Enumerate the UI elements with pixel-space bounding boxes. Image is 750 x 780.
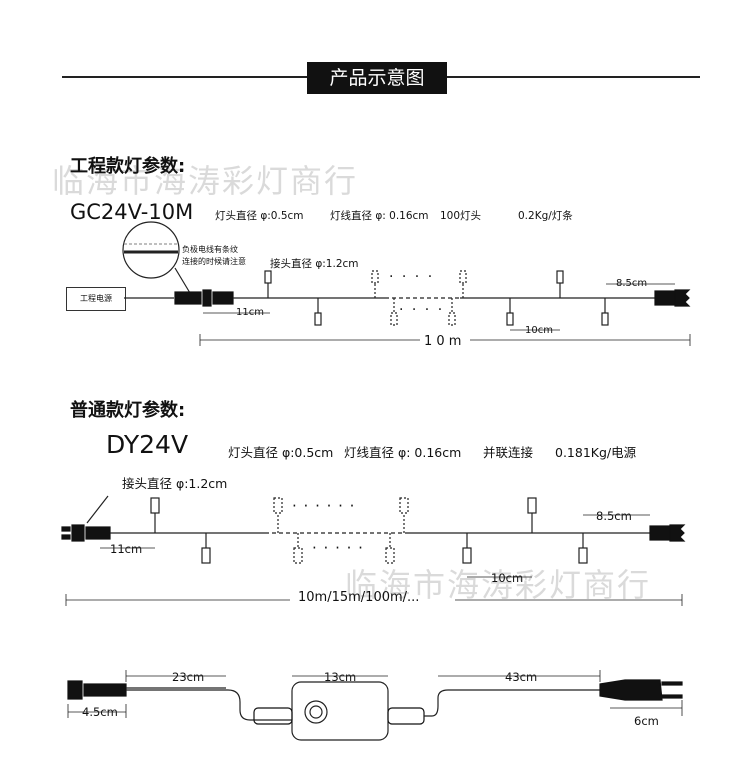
standard-dim-right: 8.5cm [596, 509, 632, 523]
standard-param-weight: 0.181Kg/电源 [555, 445, 637, 460]
controller-connector [67, 680, 127, 700]
standard-dots-bottom: · · · · · [312, 539, 364, 557]
plug [599, 679, 683, 701]
standard-model: DY24V [106, 430, 189, 459]
engineering-section-title: 工程款灯参数: [70, 156, 186, 177]
standard-param-connection: 并联连接 [483, 445, 534, 460]
engineering-bulbs-down [314, 298, 609, 326]
watermark-bottom: 临海市海涛彩灯商行 [345, 566, 652, 604]
standard-dim-left: 11cm [110, 542, 143, 556]
engineering-param-head: 灯头直径 φ:0.5cm [215, 210, 304, 222]
standard-param-head: 灯头直径 φ:0.5cm [228, 445, 334, 460]
controller-dim-6: 6cm [634, 714, 659, 728]
standard-section-title: 普通款灯参数: [70, 400, 186, 421]
engineering-note-1: 负极电线有条纹 [182, 245, 238, 254]
engineering-connector-right [654, 289, 691, 307]
standard-bulbs-down [201, 533, 588, 564]
standard-connector-left [61, 524, 111, 542]
engineering-dim-left: 11cm [236, 307, 264, 318]
controller-wire-right [424, 689, 600, 717]
engineering-total-length: 1 0 m [424, 334, 462, 349]
engineering-param-wire: 灯线直径 φ: 0.16cm [330, 210, 429, 222]
standard-dim-mid: 10cm [491, 571, 524, 585]
engineering-dim-right: 8.5cm [616, 278, 648, 289]
engineering-dots-bottom: · · · · [399, 302, 445, 318]
engineering-param-count: 100灯头 [440, 210, 482, 222]
engineering-param-weight: 0.2Kg/灯条 [518, 210, 573, 222]
controller-box [291, 681, 389, 741]
engineering-model: GC24V-10M [70, 200, 194, 224]
controller-dim-13: 13cm [324, 670, 357, 684]
engineering-note-2: 连接的时候请注意 [182, 257, 246, 266]
standard-bulbs-up [150, 497, 537, 533]
controller-dim-23: 23cm [172, 670, 205, 684]
header-title: 产品示意图 [307, 62, 447, 94]
standard-param-wire: 灯线直径 φ: 0.16cm [344, 445, 462, 460]
engineering-power-box: 工程电源 [66, 287, 126, 311]
watermark-top: 临海市海涛彩灯商行 [52, 162, 359, 200]
engineering-wire-magnifier [122, 221, 191, 294]
engineering-connector-label: 接头直径 φ:1.2cm [270, 258, 359, 270]
engineering-connector-left [174, 289, 234, 307]
engineering-dots-top: · · · · [389, 269, 435, 285]
standard-dots-top: · · · · · · [292, 497, 356, 515]
standard-connector-right [649, 524, 686, 542]
controller-wire-left [126, 689, 292, 721]
standard-total-length: 10m/15m/100m/... [298, 590, 420, 605]
controller-dim-43: 43cm [505, 670, 538, 684]
engineering-bulbs-up [264, 270, 564, 298]
engineering-dim-mid: 10cm [525, 325, 553, 336]
standard-leader-line [86, 495, 109, 524]
standard-connector-label: 接头直径 φ:1.2cm [122, 476, 228, 491]
